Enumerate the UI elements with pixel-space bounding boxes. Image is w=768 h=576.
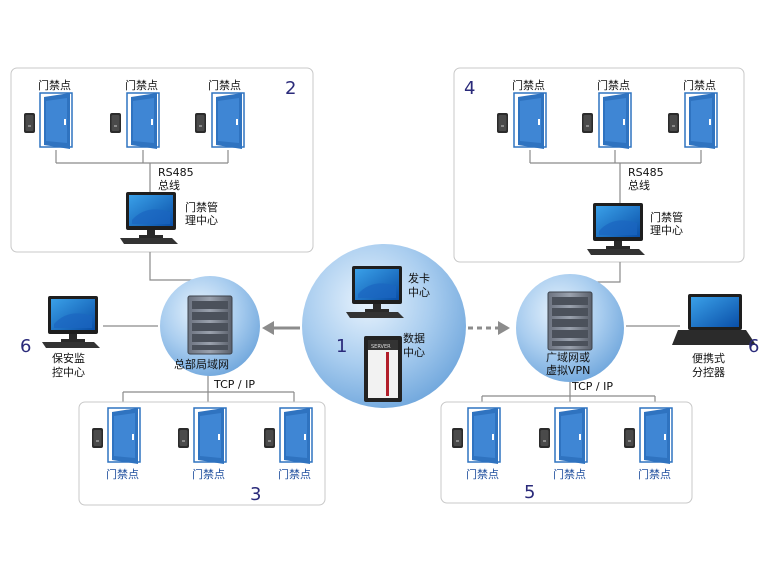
door-icon xyxy=(193,407,227,465)
card-reader-icon xyxy=(668,113,679,133)
card-reader-icon xyxy=(624,428,635,448)
security-monitor-label: 保安监 xyxy=(52,351,85,365)
center-sphere xyxy=(302,244,466,408)
manager-label: 门禁管 xyxy=(185,200,218,214)
manager-label: 门禁管 xyxy=(650,210,683,224)
panel-top-left: 2 门禁点 门禁点 门禁点 RS485 总线 门禁管 理中心 xyxy=(10,67,314,253)
data-server-icon: SERVER xyxy=(364,336,402,402)
bus-label: RS485 xyxy=(628,166,664,179)
door-label: 门禁点 xyxy=(466,467,499,481)
portable-label: 便携式 xyxy=(692,351,725,365)
card-reader-icon xyxy=(195,113,206,133)
door-icon xyxy=(554,407,588,465)
door-icon xyxy=(467,407,501,465)
data-center-label: 中心 xyxy=(403,346,425,359)
door-icon xyxy=(211,92,245,150)
door-label: 门禁点 xyxy=(597,78,630,92)
hub-label: 总部局域网 xyxy=(174,357,229,371)
server-rack-icon xyxy=(187,295,233,355)
manager-label: 理中心 xyxy=(185,214,218,227)
card-reader-icon xyxy=(452,428,463,448)
door-label: 门禁点 xyxy=(683,78,716,92)
rs485-bus-lines xyxy=(55,150,229,192)
central-data-center: 发卡 中心 SERVER 数据 中心 1 xyxy=(302,244,466,408)
door-icon xyxy=(598,92,632,150)
data-center-label: 数据 xyxy=(403,331,425,345)
door-label: 门禁点 xyxy=(192,467,225,481)
security-monitor-label: 控中心 xyxy=(52,365,85,379)
card-reader-icon xyxy=(582,113,593,133)
arrows xyxy=(262,321,510,335)
door-label: 门禁点 xyxy=(278,467,311,481)
arrow-right-icon xyxy=(498,321,510,335)
panel-number: 5 xyxy=(524,482,535,503)
door-label: 门禁点 xyxy=(38,78,71,92)
portable-label: 分控器 xyxy=(692,365,725,379)
server-rack-icon xyxy=(547,291,593,351)
arrow-left-icon xyxy=(262,321,274,335)
door-label: 门禁点 xyxy=(638,467,671,481)
bus-label: RS485 xyxy=(158,166,194,179)
panel-number: 3 xyxy=(250,484,261,505)
wan-vpn-hub: 广域网或 虚拟VPN xyxy=(516,274,624,382)
door-label: 门禁点 xyxy=(125,78,158,92)
node-number: 6 xyxy=(20,336,31,357)
door-icon xyxy=(126,92,160,150)
door-label: 门禁点 xyxy=(512,78,545,92)
hq-lan-hub: 总部局域网 xyxy=(160,276,260,376)
hub-label: 广域网或 xyxy=(546,351,590,364)
door-icon xyxy=(513,92,547,150)
door-icon xyxy=(39,92,73,150)
panel-bottom-left: TCP / IP 门禁点 门禁点 门禁点 3 xyxy=(78,378,326,506)
card-reader-icon xyxy=(539,428,550,448)
card-reader-icon xyxy=(264,428,275,448)
protocol-label: TCP / IP xyxy=(571,380,613,393)
card-reader-icon xyxy=(497,113,508,133)
card-reader-icon xyxy=(24,113,35,133)
portable-controller: 6 便携式 分控器 xyxy=(672,294,759,379)
card-center-label: 中心 xyxy=(408,286,430,299)
card-reader-icon xyxy=(92,428,103,448)
door-label: 门禁点 xyxy=(208,78,241,92)
door-icon xyxy=(107,407,141,465)
panel-bottom-right: TCP / IP 门禁点 门禁点 门禁点 5 xyxy=(440,380,693,504)
door-icon xyxy=(684,92,718,150)
bus-label: 总线 xyxy=(158,178,180,192)
panel-number: 2 xyxy=(285,78,296,99)
protocol-label: TCP / IP xyxy=(213,378,255,391)
svg-text:SERVER: SERVER xyxy=(371,344,391,350)
hub-label: 虚拟VPN xyxy=(546,363,590,377)
laptop-icon xyxy=(672,294,756,345)
panel-number: 4 xyxy=(464,78,475,99)
node-number: 6 xyxy=(748,336,759,357)
panel-top-right: 4 门禁点 门禁点 门禁点 RS485 总线 门禁管 理中心 xyxy=(453,67,745,263)
bus-label: 总线 xyxy=(628,178,650,192)
center-number: 1 xyxy=(336,336,347,357)
door-label: 门禁点 xyxy=(106,467,139,481)
card-center-label: 发卡 xyxy=(408,271,430,285)
door-icon xyxy=(279,407,313,465)
security-monitor-center: 6 保安监 控中心 xyxy=(20,296,100,379)
manager-label: 理中心 xyxy=(650,224,683,237)
card-reader-icon xyxy=(178,428,189,448)
rs485-bus-lines xyxy=(529,150,702,203)
door-label: 门禁点 xyxy=(553,467,586,481)
door-icon xyxy=(639,407,673,465)
security-monitor-pc-icon xyxy=(42,296,100,348)
card-reader-icon xyxy=(110,113,121,133)
